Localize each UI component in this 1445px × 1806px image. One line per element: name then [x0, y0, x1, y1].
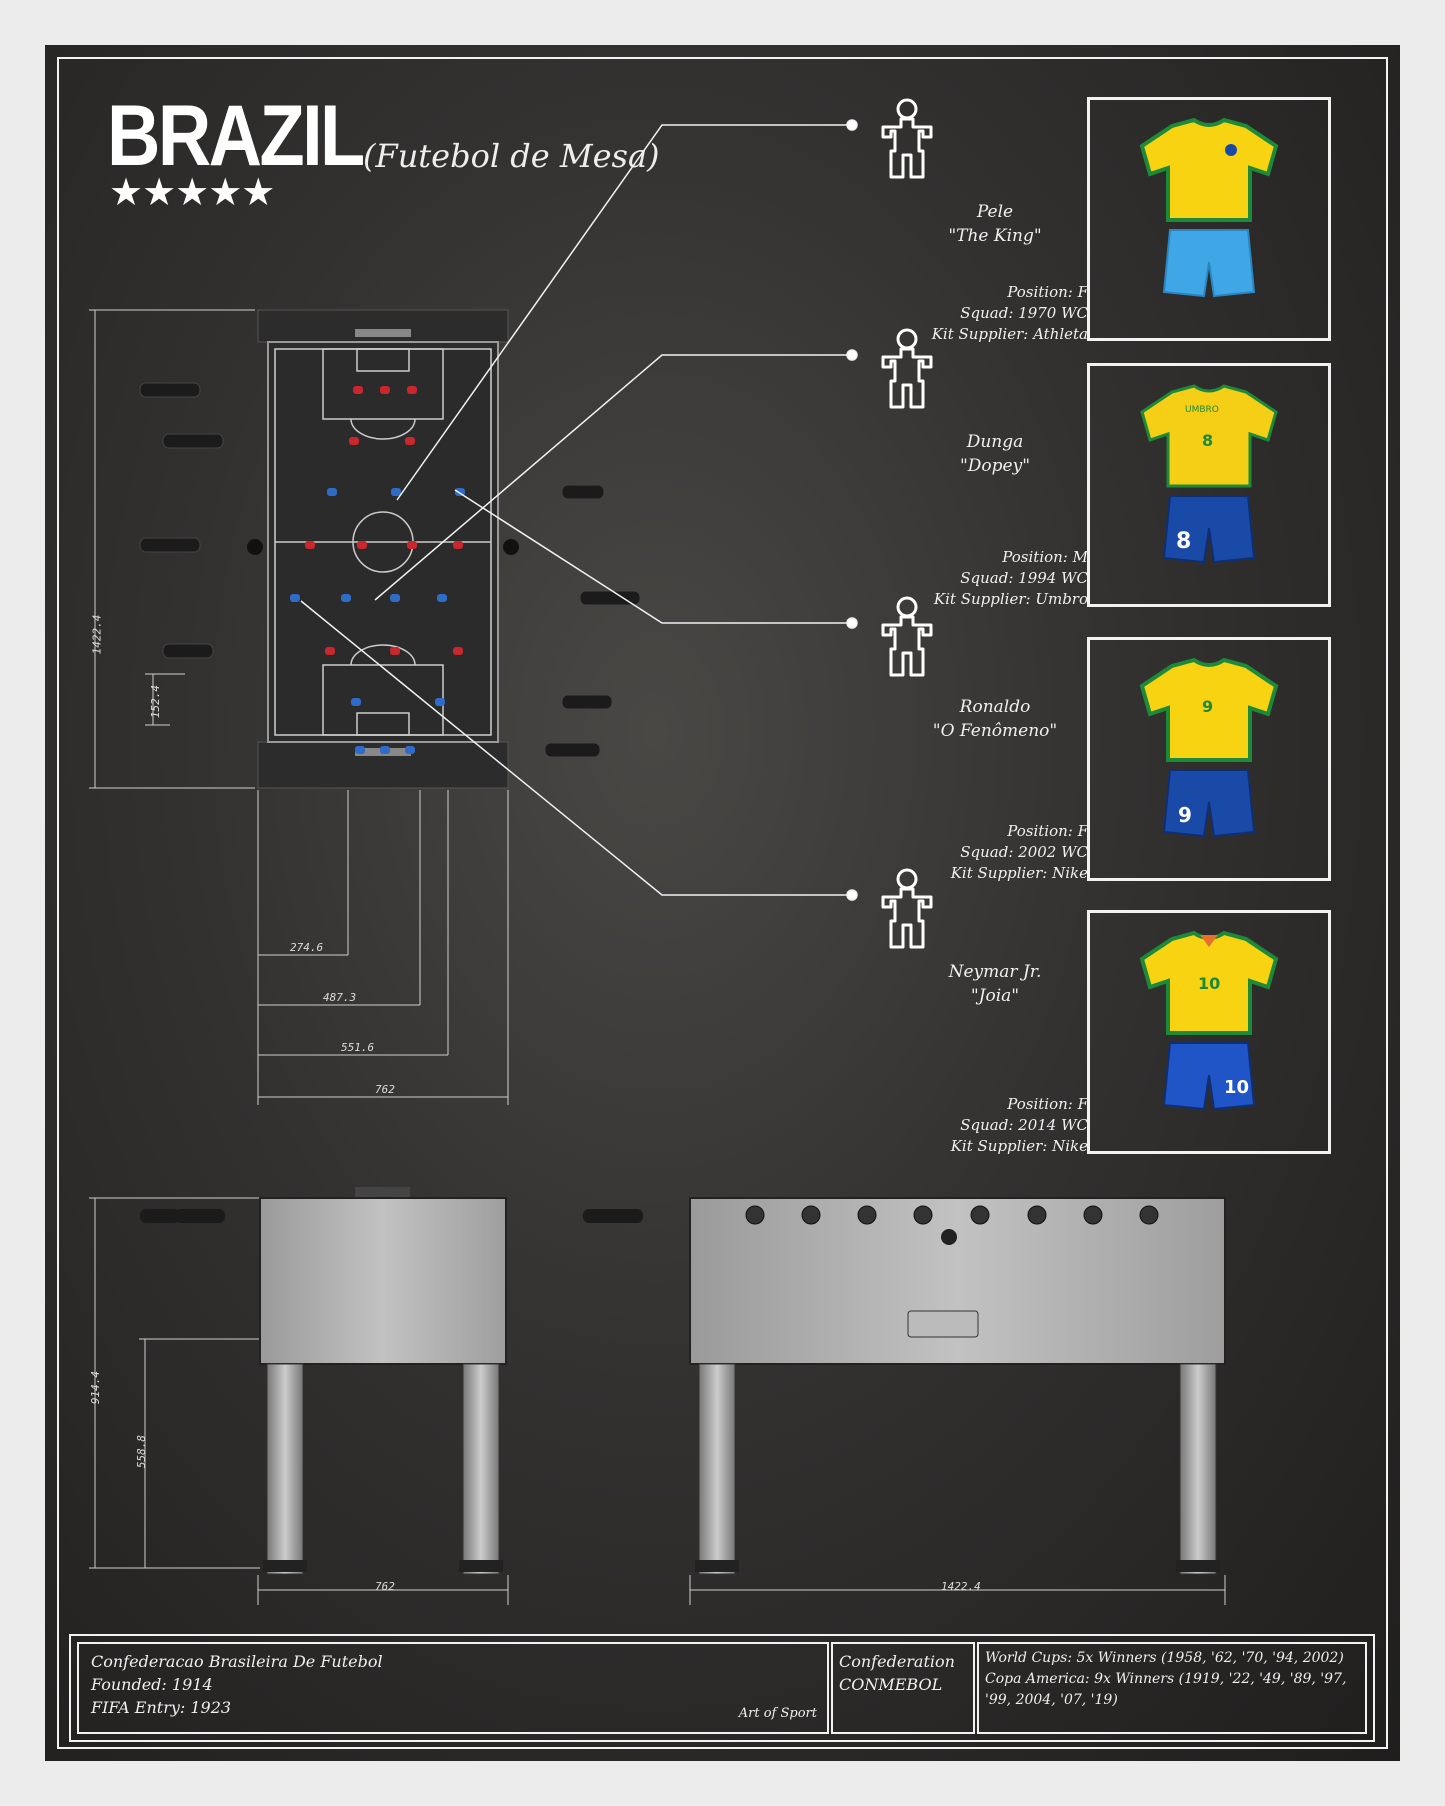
- player-name-block: Neymar Jr. "Joia": [910, 960, 1080, 1008]
- poster-frame: [57, 57, 1388, 1749]
- footer-info: Confederacao Brasileira De Futebol Found…: [69, 1634, 1375, 1742]
- page-title: BRAZIL: [107, 88, 365, 184]
- player-nickname: "O Fenômeno": [932, 721, 1058, 741]
- dim-width-1: 274.6: [290, 941, 324, 954]
- player-name-block: Pele "The King": [910, 200, 1080, 248]
- dim-height: 914.4: [89, 1370, 103, 1405]
- kit-shorts-number: 8: [1176, 529, 1191, 554]
- player-kit-supplier: Kit Supplier: Athleta: [931, 325, 1088, 343]
- dim-width-2: 487.3: [323, 991, 357, 1004]
- federation-box: Confederacao Brasileira De Futebol Found…: [77, 1642, 829, 1734]
- dim-width-3: 551.6: [341, 1041, 375, 1054]
- player-info: Position: M Squad: 1994 WC Kit Supplier:…: [825, 547, 1088, 610]
- kit-shorts-number: 9: [1178, 803, 1192, 827]
- kit-box-pele: [1087, 97, 1331, 341]
- dimension-lines: [89, 309, 1226, 1605]
- kit-illustration: UMBRO 8 8: [1140, 384, 1278, 564]
- player-nickname: "The King": [948, 226, 1042, 246]
- foosball-rods: [139, 382, 641, 758]
- player-kit-supplier: Kit Supplier: Nike: [950, 864, 1088, 882]
- founded-year: Founded: 1914: [91, 1675, 213, 1694]
- kit-illustration: 9 9: [1139, 657, 1279, 838]
- player-squad: Squad: 2014 WC: [960, 1116, 1088, 1134]
- federation-name: Confederacao Brasileira De Futebol: [91, 1652, 383, 1671]
- top-view-table: [247, 309, 519, 789]
- dim-leg-height: 558.8: [135, 1434, 149, 1469]
- dim-side-length: 1422.4: [941, 1580, 981, 1593]
- honours-text: World Cups: 5x Winners (1958, '62, '70, …: [985, 1650, 1347, 1708]
- star-rating: ★★★★★: [109, 170, 275, 214]
- player-name: Neymar Jr.: [948, 962, 1042, 982]
- leader-lines: [300, 119, 858, 901]
- kit-brand-label: UMBRO: [1185, 405, 1219, 415]
- player-position: Position: F: [1007, 1095, 1088, 1113]
- poster: BRAZIL (Futebol de Mesa) ★★★★★: [45, 45, 1400, 1761]
- confederation-details: Confederation CONMEBOL: [839, 1650, 955, 1696]
- kit-illustration: [1139, 117, 1279, 298]
- player-squad: Squad: 1970 WC: [960, 304, 1088, 322]
- player-kit-supplier: Kit Supplier: Umbro: [933, 590, 1088, 608]
- side-view-table: [689, 1197, 1226, 1575]
- kit-box-dunga: UMBRO 8 8: [1087, 363, 1331, 607]
- kit-number: 8: [1202, 431, 1213, 450]
- kit-box-neymar: 10 10: [1087, 910, 1331, 1154]
- dim-table-length: 1422.4: [90, 614, 104, 655]
- player-squad: Squad: 1994 WC: [960, 569, 1088, 587]
- player-name: Dunga: [966, 432, 1024, 452]
- player-squad: Squad: 2002 WC: [960, 843, 1088, 861]
- player-info: Position: F Squad: 2002 WC Kit Supplier:…: [825, 821, 1088, 884]
- kit-number: 9: [1202, 697, 1213, 716]
- player-position: Position: F: [1007, 822, 1088, 840]
- kit-number: 10: [1198, 974, 1220, 993]
- kit-box-ronaldo: 9 9: [1087, 637, 1331, 881]
- foosman-figure-icon: [881, 98, 933, 179]
- kit-illustration: 10 10: [1139, 930, 1279, 1111]
- player-kit-supplier: Kit Supplier: Nike: [950, 1137, 1088, 1155]
- blueprint-drawing: [89, 98, 1226, 1605]
- player-name: Ronaldo: [959, 697, 1031, 717]
- player-info: Position: F Squad: 2014 WC Kit Supplier:…: [825, 1094, 1088, 1157]
- dim-side-width: 762: [375, 1580, 395, 1593]
- federation-details: Confederacao Brasileira De Futebol Found…: [91, 1650, 383, 1719]
- confederation-value: CONMEBOL: [839, 1675, 943, 1694]
- kit-shorts-number: 10: [1224, 1077, 1249, 1098]
- dim-width-4: 762: [375, 1083, 395, 1096]
- artist-credit: Art of Sport: [738, 1706, 817, 1721]
- player-nickname: "Dopey": [959, 456, 1031, 476]
- player-name: Pele: [976, 202, 1014, 222]
- confederation-box: Confederation CONMEBOL: [831, 1642, 975, 1734]
- player-info: Position: F Squad: 1970 WC Kit Supplier:…: [825, 282, 1088, 345]
- page-subtitle: (Futebol de Mesa): [363, 137, 660, 175]
- player-name-block: Dunga "Dopey": [910, 430, 1080, 478]
- player-position: Position: M: [1002, 548, 1088, 566]
- honours-box: World Cups: 5x Winners (1958, '62, '70, …: [977, 1642, 1367, 1734]
- confederation-label: Confederation: [839, 1652, 955, 1671]
- end-view-table: [140, 1187, 645, 1575]
- player-nickname: "Joia": [970, 986, 1020, 1006]
- player-name-block: Ronaldo "O Fenômeno": [910, 695, 1080, 743]
- player-position: Position: F: [1007, 283, 1088, 301]
- fifa-entry: FIFA Entry: 1923: [91, 1698, 232, 1717]
- dim-rod-spacing: 152.4: [149, 684, 163, 719]
